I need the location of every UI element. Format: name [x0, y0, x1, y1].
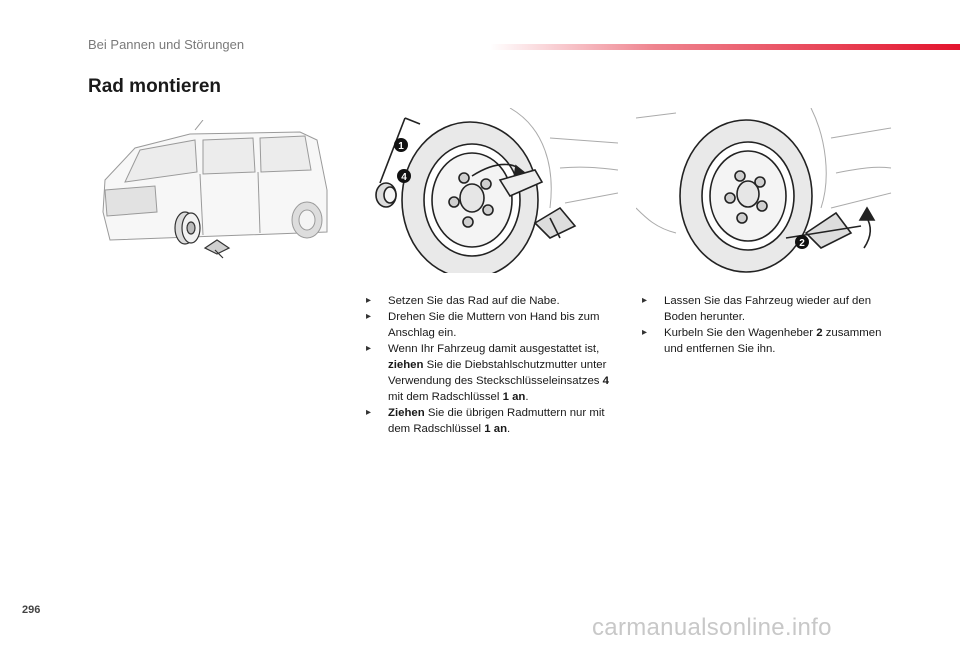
header-accent-bar [490, 44, 960, 50]
jack-lowering-illustration: 2 [636, 108, 894, 273]
step-tighten-remaining-nuts: Ziehen Sie die übrigen Radmuttern nur mi… [366, 405, 620, 437]
callout-socket-adapter: 4 [401, 172, 407, 183]
page-heading: Rad montieren [88, 76, 222, 97]
van-illustration [95, 120, 340, 270]
step-lower-vehicle: Lassen Sie das Fahrzeug wieder auf den B… [642, 293, 892, 325]
lowering-steps-list: Lassen Sie das Fahrzeug wieder auf den B… [642, 293, 892, 357]
section-title: Bei Pannen und Störungen [88, 37, 245, 52]
wheel-nut-tightening-illustration: 1 4 [360, 108, 618, 273]
step-retract-jack: Kurbeln Sie den Wagenheber 2 zusammen un… [642, 325, 892, 357]
watermark: carmanualsonline.info [592, 614, 832, 641]
callout-jack: 2 [799, 238, 805, 249]
step-screw-nuts-by-hand: Drehen Sie die Muttern von Hand bis zum … [366, 309, 620, 341]
callout-wrench: 1 [398, 141, 404, 152]
step-place-wheel: Setzen Sie das Rad auf die Nabe. [366, 293, 620, 309]
page-number: 296 [22, 604, 41, 616]
mounting-steps-list: Setzen Sie das Rad auf die Nabe. Drehen … [366, 293, 620, 437]
step-tighten-antitheft-nut: Wenn Ihr Fahrzeug damit ausgestattet ist… [366, 341, 620, 405]
